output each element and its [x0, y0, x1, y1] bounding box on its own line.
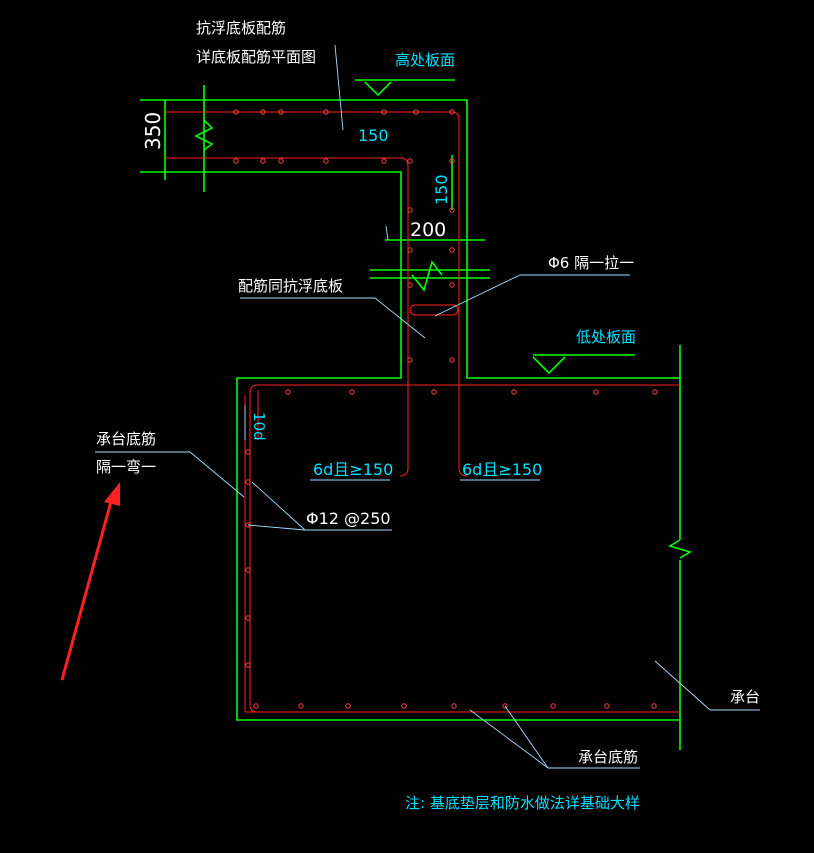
high-slab-face-label: 高处板面 — [395, 51, 455, 69]
pile-cap-bottom-note-line1: 承台底筋 — [96, 430, 156, 448]
leader-lines — [95, 44, 760, 769]
rebar — [165, 111, 680, 713]
dim-150-side: 150 — [432, 174, 451, 205]
dim-200: 200 — [410, 219, 446, 241]
concrete-outline — [140, 79, 692, 750]
top-note-line1: 抗浮底板配筋 — [196, 19, 286, 37]
low-slab-face-label: 低处板面 — [576, 328, 636, 346]
lap-left: 6d且≥150 — [313, 460, 393, 479]
wall-rebar-note: 配筋同抗浮底板 — [238, 277, 343, 295]
lap-right: 6d且≥150 — [462, 460, 542, 479]
dim-350: 350 — [141, 112, 165, 150]
pile-cap-label: 承台 — [730, 688, 760, 706]
dim-150-top: 150 — [358, 126, 389, 145]
rebar-dots — [233, 109, 658, 709]
tie-note: Φ6 隔一拉一 — [548, 254, 634, 272]
footer-note: 注: 基底垫层和防水做法详基础大样 — [405, 794, 640, 812]
top-note-line2: 详底板配筋平面图 — [196, 48, 316, 66]
pile-cap-bottom-note-line2: 隔一弯一 — [96, 458, 156, 476]
side-rebar-label: Φ12 @250 — [306, 509, 391, 528]
rotated-dim-10d: 10d — [250, 412, 268, 441]
pile-cap-bottom-rebar-label: 承台底筋 — [578, 748, 638, 766]
red-arrow-annotation — [60, 482, 120, 681]
